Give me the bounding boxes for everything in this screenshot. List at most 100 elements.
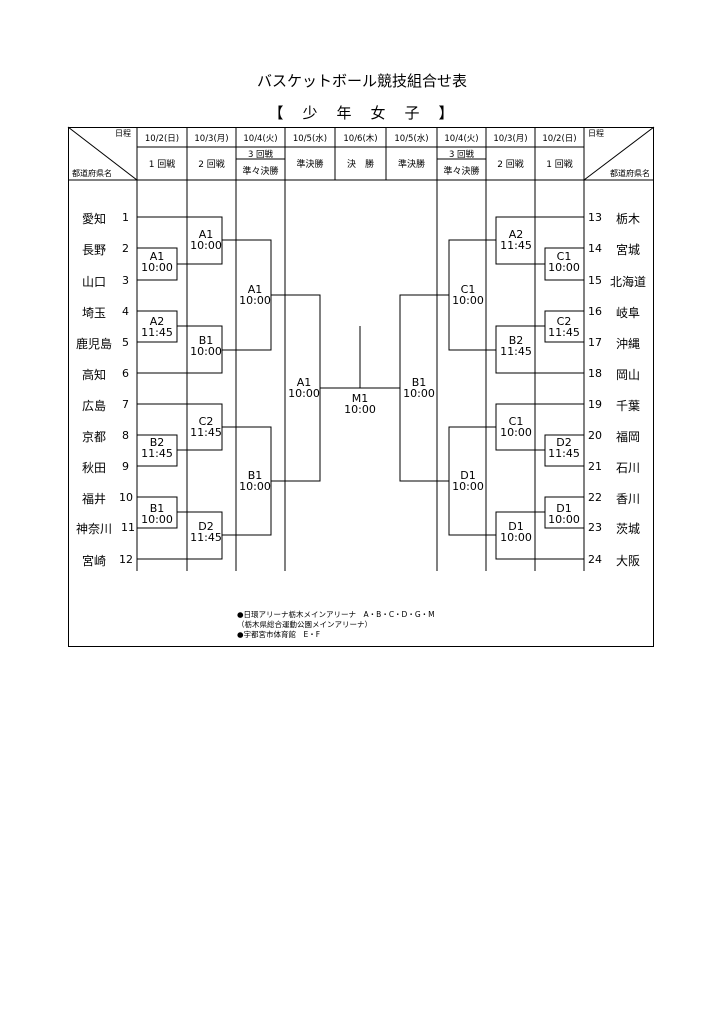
round-col-3-sub: 準々決勝 [242,167,279,177]
team-left-name: 鹿児島 [76,337,113,351]
date-col-1: 10/2(日) [144,134,180,144]
venue-note-1: ●日環アリーナ栃木メインアリーナ A・B・C・D・G・M [237,610,435,619]
team-right-name: 千葉 [616,399,641,413]
team-left-name: 秋田 [82,461,107,475]
team-right-num: 21 [588,460,602,473]
team-left-num: 9 [122,460,129,473]
venue-note-2: （栃木県総合運動公園メインアリーナ） [237,620,372,629]
date-col-7: 10/4(火) [444,134,479,144]
team-right-name: 香川 [616,492,641,506]
team-right-num: 14 [588,242,602,255]
page-subtitle: 【 少 年 女 子 】 [268,104,456,122]
team-right-num: 19 [588,398,602,411]
corner-right-schedule: 日程 [588,129,604,138]
team-right-name: 沖縄 [616,337,641,351]
team-left-name: 京都 [82,430,107,444]
team-left-num: 10 [119,491,133,504]
team-right-num: 23 [588,521,602,534]
team-left-num: 11 [121,521,135,534]
date-col-4: 10/5(水) [292,134,328,144]
team-left-num: 2 [122,242,129,255]
team-left-num: 5 [122,336,129,349]
team-left-num: 6 [122,367,129,380]
date-col-6: 10/5(水) [394,134,429,144]
date-col-8: 10/3(月) [493,134,528,144]
team-left-num: 12 [119,553,133,566]
team-left-name: 福井 [82,492,107,506]
team-right-name: 福岡 [616,430,641,444]
team-right-name: 大阪 [616,554,641,568]
page-title: バスケットボール競技組合せ表 [256,72,467,90]
team-left-name: 愛知 [82,212,107,226]
round-col-5: 決 勝 [346,160,374,170]
round-col-6: 準決勝 [397,160,425,170]
team-right-num: 24 [588,553,602,566]
corner-right-prefecture: 都道府県名 [610,169,650,178]
round-col-8: 2 回戦 [497,160,524,170]
date-col-5: 10/6(木) [343,134,378,144]
team-right-name: 宮城 [616,243,641,257]
team-left-name: 宮崎 [82,554,107,568]
venue-note-3: ●宇都宮市体育館 E・F [237,630,321,639]
team-right-name: 茨城 [616,522,641,536]
round-col-1: 1 回戦 [148,160,176,170]
team-right-num: 16 [588,305,602,318]
team-left-name: 埼玉 [82,306,107,320]
team-left-name: 広島 [82,399,107,413]
team-left-name: 神奈川 [76,522,113,536]
round-col-9: 1 回戦 [546,160,573,170]
round-col-3: 3 回戦 [247,150,274,160]
team-left-num: 1 [122,211,129,224]
team-left-name: 長野 [82,243,107,257]
team-right-name: 岐阜 [616,306,641,320]
round-col-2: 2 回戦 [198,160,225,170]
date-col-9: 10/2(日) [542,134,577,144]
round-col-7-sub: 準々決勝 [443,167,480,177]
corner-left-schedule: 日程 [115,129,131,138]
team-left-num: 8 [122,429,129,442]
team-left-num: 4 [122,305,129,318]
date-col-3: 10/4(火) [243,134,278,144]
team-left-name: 高知 [82,368,107,382]
team-right-name: 石川 [616,461,641,475]
team-left-num: 7 [122,398,129,411]
corner-left-prefecture: 都道府県名 [72,169,112,178]
team-right-name: 栃木 [616,212,641,226]
team-right-num: 17 [588,336,602,349]
bracket-frame [68,127,654,647]
round-col-4: 準決勝 [296,160,324,170]
round-col-7: 3 回戦 [448,150,475,160]
team-right-num: 22 [588,491,602,504]
team-right-num: 13 [588,211,602,224]
team-right-num: 20 [588,429,602,442]
team-right-name: 岡山 [616,368,641,382]
team-left-name: 山口 [82,275,107,289]
team-left-num: 3 [122,274,129,287]
date-col-2: 10/3(月) [194,134,229,144]
team-right-name: 北海道 [610,275,647,289]
team-right-num: 18 [588,367,602,380]
